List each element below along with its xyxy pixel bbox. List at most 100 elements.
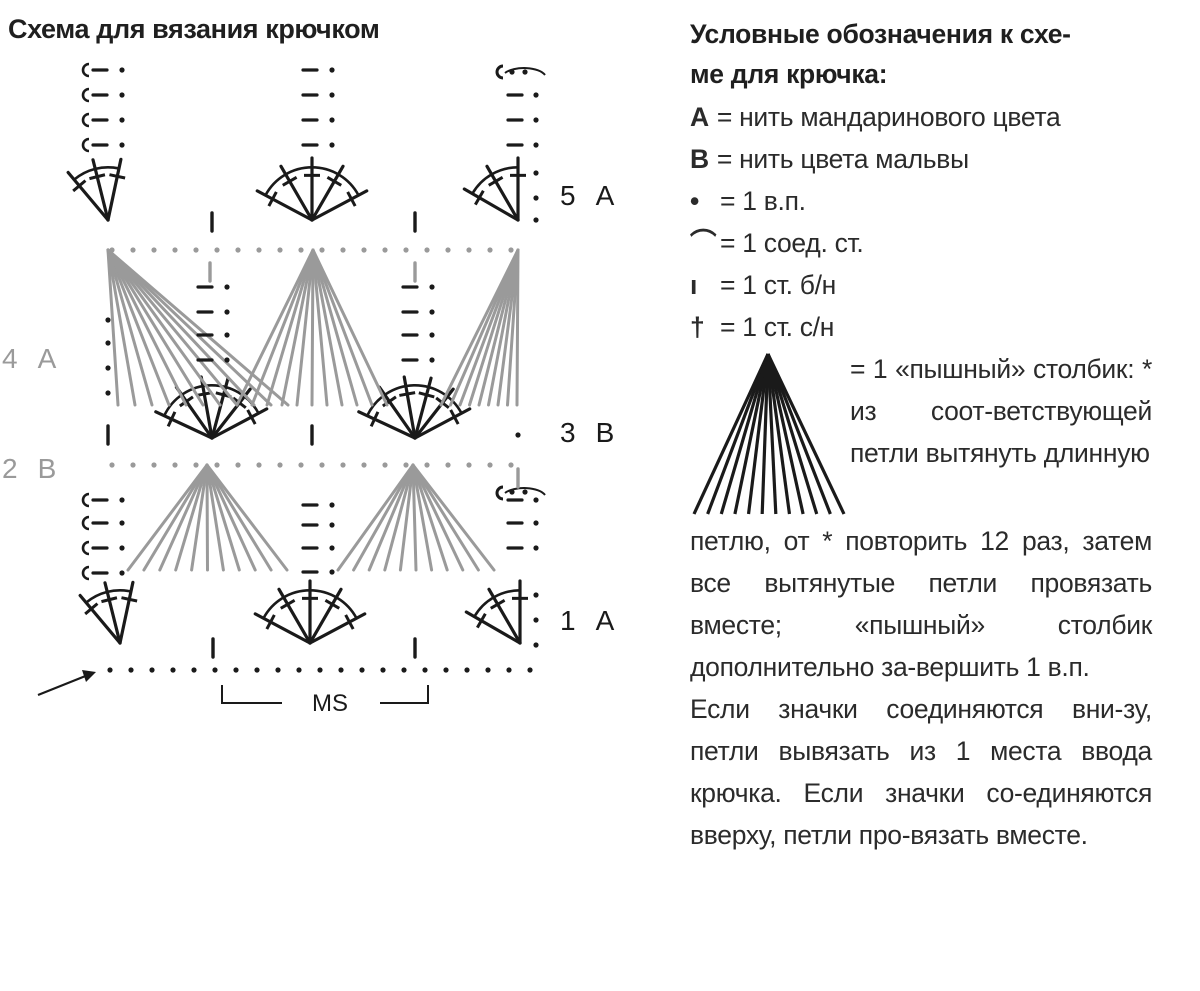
chain-dot xyxy=(119,570,125,576)
puff-loop xyxy=(766,353,792,515)
puff-stitch xyxy=(235,248,389,407)
dc-crossbar xyxy=(101,596,118,604)
chain-dot xyxy=(522,489,528,495)
dc-crossbar xyxy=(109,173,126,180)
chain-dot xyxy=(191,667,197,673)
chain-dot xyxy=(464,667,470,673)
chain-dot xyxy=(119,497,125,503)
chain-dot xyxy=(429,332,435,338)
slip-stitch-icon xyxy=(81,565,90,581)
chain-dot xyxy=(109,462,115,468)
chain-dot xyxy=(382,247,388,253)
chain-dot xyxy=(235,462,241,468)
puff-loop xyxy=(106,248,188,407)
chain-dot xyxy=(105,365,111,371)
turning-arc-icon xyxy=(504,487,546,496)
puff-loop xyxy=(760,353,770,515)
row-number: 3 xyxy=(560,417,576,448)
row-yarn: B xyxy=(596,417,615,448)
chain-dot xyxy=(319,462,325,468)
chain-dot xyxy=(329,522,335,528)
chain-dot xyxy=(256,462,262,468)
puff-loop xyxy=(235,248,315,407)
legend-heading-line1: Условные обозначения к схе- xyxy=(690,19,1071,49)
dc-crossbar xyxy=(89,173,106,181)
chain-dot xyxy=(533,642,539,648)
chain-dot xyxy=(533,617,539,623)
yarn-a-key: A xyxy=(690,102,709,132)
puff-loop xyxy=(411,463,434,572)
yarn-b-key: B xyxy=(690,144,709,174)
slip-stitch-icon xyxy=(81,492,90,508)
puff-loop xyxy=(311,248,374,407)
chain-dot xyxy=(119,117,125,123)
puff-loop xyxy=(411,463,449,572)
puff-loop xyxy=(265,248,315,407)
chain-dot xyxy=(533,497,539,503)
puff-stitch xyxy=(336,463,496,572)
puff-loop xyxy=(411,463,418,572)
dc-fan xyxy=(464,579,528,645)
chain-dot xyxy=(119,142,125,148)
puff-loop xyxy=(719,353,770,515)
chain-dot xyxy=(235,247,241,253)
chain-dot xyxy=(119,92,125,98)
chain-dot xyxy=(485,667,491,673)
dc-stitch xyxy=(253,612,312,645)
puff-loop xyxy=(706,353,770,515)
chain-dot xyxy=(403,247,409,253)
chain-dot xyxy=(445,462,451,468)
dc-text: = 1 ст. с/н xyxy=(720,312,835,342)
puff-loop xyxy=(106,248,171,407)
double-crochet-icon: † xyxy=(690,312,705,342)
legend-entry-dc: † = 1 ст. с/н xyxy=(690,306,1152,348)
repeat-label: MS xyxy=(312,690,348,717)
dc-crossbar xyxy=(449,409,460,425)
chain-dot xyxy=(487,462,493,468)
puff-loop xyxy=(311,248,329,407)
dc-crossbar xyxy=(346,191,357,207)
puff-loop xyxy=(468,248,520,407)
chain-dot xyxy=(401,667,407,673)
puff-text: = 1 «пышный» столбик: * из соот-ветствую… xyxy=(850,354,1152,468)
dc-crossbar xyxy=(488,176,504,187)
dc-crossbar xyxy=(72,179,87,193)
dc-crossbar xyxy=(418,391,435,399)
slip-stitch-icon xyxy=(81,137,90,153)
chain-dot xyxy=(119,67,125,73)
dc-fan xyxy=(255,156,369,222)
row-number: 4 xyxy=(2,343,18,374)
chain-dot xyxy=(508,462,514,468)
puff-stitch xyxy=(126,463,289,572)
puff-loop xyxy=(311,248,344,407)
row-yarn: A xyxy=(38,343,57,374)
chain-dot xyxy=(466,247,472,253)
puff-loop xyxy=(205,463,209,572)
chain-arc xyxy=(473,589,521,618)
puff-loop xyxy=(205,463,289,572)
puff-loop xyxy=(106,248,256,407)
dc-crossbar xyxy=(178,395,194,408)
puff-loop xyxy=(352,463,415,572)
chain-dot xyxy=(172,247,178,253)
chain-dot xyxy=(224,332,230,338)
chain-dot xyxy=(298,462,304,468)
dc-fan xyxy=(357,375,472,440)
legend-entry-yarn-a: A = нить мандаринового цвета xyxy=(690,96,1152,138)
chain-dot xyxy=(329,502,335,508)
dc-crossbar xyxy=(326,176,342,187)
chain-dot xyxy=(533,117,539,123)
chain-dot xyxy=(515,432,521,438)
chain-dot xyxy=(296,667,302,673)
legend-entry-sc: ı = 1 ст. б/н xyxy=(690,264,1152,306)
chain-dot xyxy=(329,545,335,551)
single-crochet-icon: ı xyxy=(690,270,698,300)
chain-dot xyxy=(487,247,493,253)
chain-dot xyxy=(533,170,539,176)
puff-loop xyxy=(205,463,257,572)
yarn-a-text: = нить мандаринового цвета xyxy=(716,102,1061,132)
turning-hook-icon xyxy=(495,64,504,80)
legend-entry-puff: = 1 «пышный» столбик: * из соот-ветствую… xyxy=(690,348,1152,520)
chain-dot xyxy=(130,462,136,468)
chain-text: = 1 в.п. xyxy=(720,186,806,216)
